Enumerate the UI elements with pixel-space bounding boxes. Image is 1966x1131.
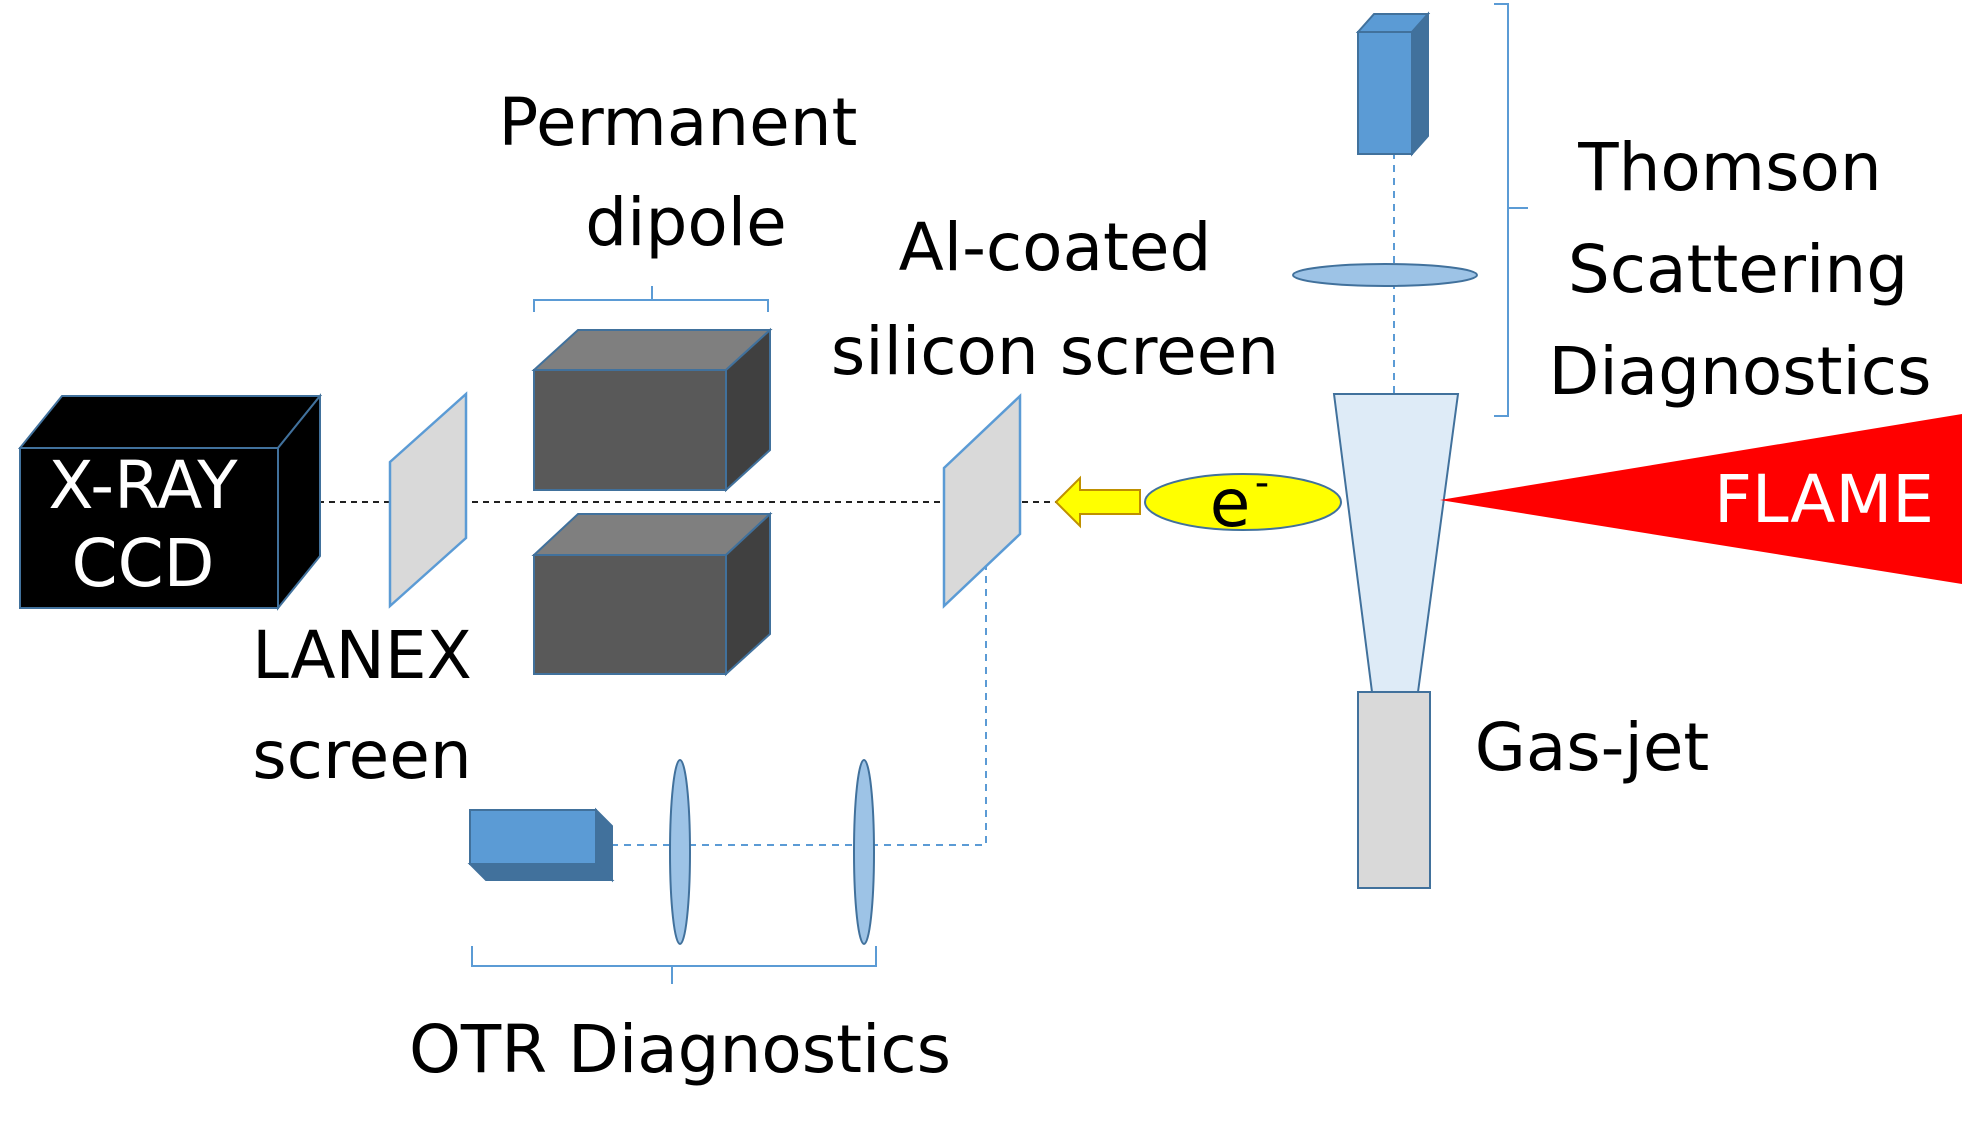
otr-camera <box>467 807 615 883</box>
otr-lens-2 <box>853 759 875 945</box>
otr-camera-front <box>469 809 597 865</box>
lanex-screen <box>388 391 468 609</box>
dipole-upper-front <box>533 369 727 491</box>
dipole-bracket <box>533 286 769 312</box>
lanex-label-line2: screen <box>252 717 471 794</box>
al-screen-label-line2: silicon screen <box>831 313 1279 390</box>
thomson-label-line2: Scattering <box>1568 231 1908 308</box>
electron-bunch: e - <box>1144 460 1342 542</box>
electron-symbol: e <box>1210 465 1251 542</box>
dipole-lower-front <box>533 554 727 675</box>
gas-jet-nozzle <box>1357 691 1431 889</box>
gas-jet-label: Gas-jet <box>1475 709 1710 786</box>
xray-ccd-front <box>19 447 279 609</box>
al-screen-label-line1: Al-coated <box>899 209 1212 286</box>
xray-ccd-label-line1: X-RAY <box>48 447 238 524</box>
xray-ccd: X-RAY CCD <box>17 393 323 611</box>
gas-cone <box>1332 393 1460 693</box>
electron-superscript: - <box>1255 460 1269 506</box>
dipole-label-line2: dipole <box>585 184 786 261</box>
dipole-magnet-lower <box>531 511 773 677</box>
xray-ccd-label-line2: CCD <box>72 525 215 602</box>
thomson-camera-side <box>1411 11 1429 157</box>
otr-lens-1 <box>669 759 691 945</box>
xray-ccd-top <box>17 395 323 449</box>
thomson-label-line1: Thomson <box>1577 129 1881 206</box>
electron-direction-arrow <box>1054 475 1141 529</box>
thomson-bracket <box>1494 3 1528 417</box>
lanex-label-line1: LANEX <box>252 617 472 694</box>
al-coated-screen <box>942 393 1022 609</box>
otr-camera-bottom <box>467 863 615 881</box>
dipole-label-line1: Permanent <box>499 84 858 161</box>
dipole-magnet-upper <box>531 327 773 493</box>
flame-laser-beam <box>1440 414 1962 584</box>
flame-label: FLAME <box>1714 461 1934 538</box>
otr-label: OTR Diagnostics <box>409 1011 951 1088</box>
thomson-camera-front <box>1357 31 1413 155</box>
thomson-camera <box>1355 11 1431 157</box>
otr-bracket <box>471 946 877 984</box>
electron-ellipse <box>1144 473 1342 531</box>
thomson-label-line3: Diagnostics <box>1549 333 1932 410</box>
thomson-lens <box>1292 263 1478 287</box>
